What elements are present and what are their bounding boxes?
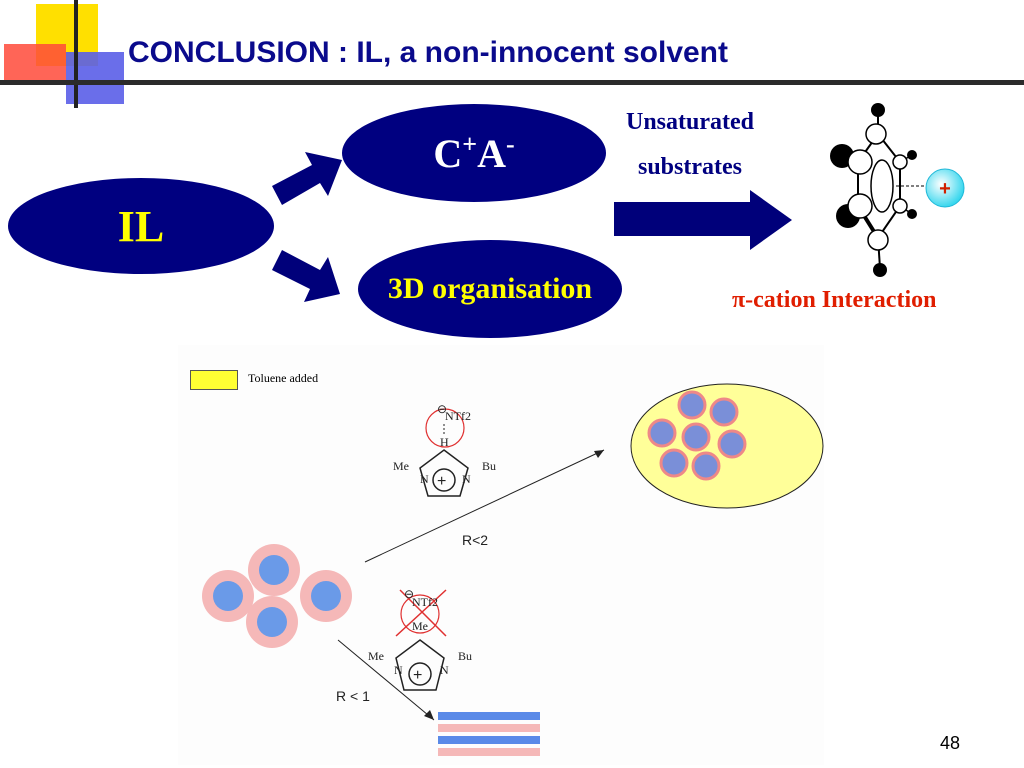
svg-text:Me: Me xyxy=(393,459,409,473)
organisation-ellipse: 3D organisation xyxy=(358,240,622,338)
svg-text:N: N xyxy=(420,472,429,486)
imidazolium-upper: ⊖ NTf2 H + N N Me Bu xyxy=(393,402,496,497)
svg-text:⊖: ⊖ xyxy=(404,587,414,601)
imidazolium-lower: ⊖ NTf2 Me + N N Me Bu xyxy=(368,587,472,691)
r-lower-label: R < 1 xyxy=(336,688,370,704)
title-divider xyxy=(0,80,1024,85)
svg-text:Bu: Bu xyxy=(482,459,496,473)
clusters-in-toluene xyxy=(647,390,747,481)
toluene-legend-label: Toluene added xyxy=(248,371,319,385)
il-label: IL xyxy=(117,201,165,251)
corner-square-red xyxy=(4,44,66,82)
svg-text:N: N xyxy=(394,663,403,677)
svg-text:N: N xyxy=(462,472,471,486)
svg-text:H: H xyxy=(440,435,449,449)
lamellar-layers xyxy=(438,712,540,756)
slide-title: CONCLUSION : IL, a non-innocent solvent xyxy=(128,36,728,69)
diagram-arrows xyxy=(272,152,792,302)
svg-text:NTf2: NTf2 xyxy=(445,409,471,423)
svg-text:+: + xyxy=(437,473,446,490)
corner-vline xyxy=(74,0,78,108)
ca-label: C+A- xyxy=(433,129,515,176)
pi-cation-molecule: + xyxy=(830,103,965,277)
arrow-upper-reaction xyxy=(364,449,605,563)
honeycomb-clusters xyxy=(202,544,352,648)
cation-plus: + xyxy=(939,178,951,200)
ca-ellipse: C+A- xyxy=(342,104,606,202)
svg-text:Bu: Bu xyxy=(458,649,472,663)
pi-cation-label: π-cation Interaction xyxy=(732,287,937,313)
arrow-to-organisation xyxy=(272,250,340,302)
svg-text:NTf2: NTf2 xyxy=(412,595,438,609)
svg-text:Me: Me xyxy=(412,619,428,633)
svg-text:+: + xyxy=(413,667,422,684)
svg-text:Me: Me xyxy=(368,649,384,663)
r-upper-label: R<2 xyxy=(462,532,489,548)
svg-text:N: N xyxy=(440,663,449,677)
page-number: 48 xyxy=(940,733,961,753)
svg-text:⊖: ⊖ xyxy=(437,402,447,416)
toluene-legend-swatch xyxy=(190,370,238,390)
arrow-lower-reaction xyxy=(337,639,435,721)
arrow-to-substrate xyxy=(614,190,792,250)
arrow-to-ca xyxy=(272,152,342,205)
substrates-label: Unsaturated substrates xyxy=(625,109,754,180)
il-ellipse: IL xyxy=(8,178,274,274)
organisation-label: 3D organisation xyxy=(387,272,593,305)
